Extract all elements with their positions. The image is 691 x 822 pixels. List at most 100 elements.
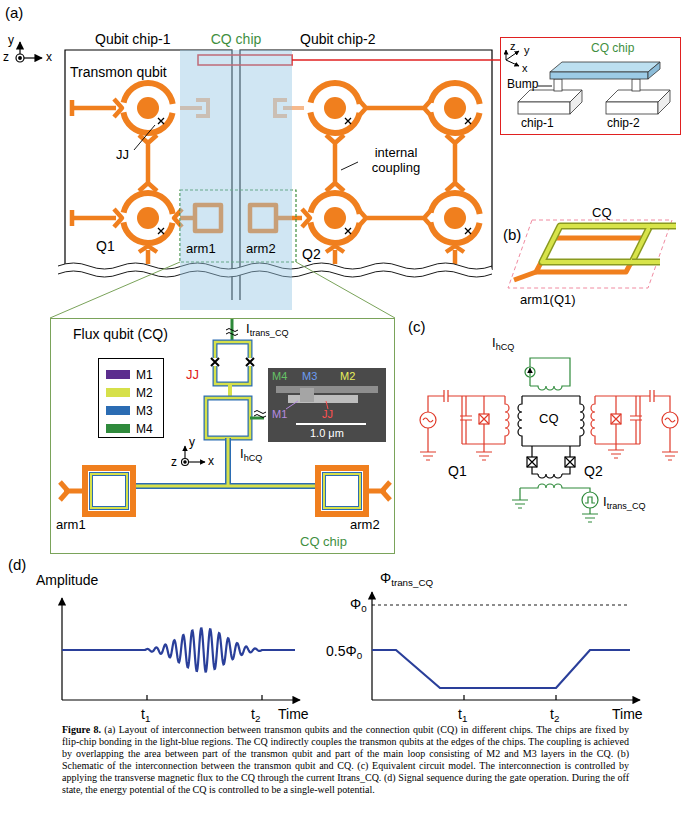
legend-swatch [106, 406, 130, 415]
flux-qubit-layout [324, 474, 360, 508]
legend-box: M1M2M3M4 [98, 358, 164, 438]
plot-axes [372, 605, 630, 606]
label-text: arm1(Q1) [520, 293, 576, 308]
qubit-coupler [72, 99, 122, 117]
qubit-circuit [479, 414, 489, 424]
inset-axes [506, 50, 507, 60]
qubit-circuit [640, 390, 670, 412]
qubit-coupler [358, 99, 432, 117]
transmon-qubit [123, 83, 173, 133]
interconnect-sketch [542, 226, 650, 262]
label-text: JJ [322, 408, 333, 421]
legend-row: M4 [106, 419, 153, 435]
flux-qubit-layout [206, 398, 250, 438]
sem-photo [286, 401, 298, 409]
qubit-circuit [423, 418, 433, 422]
control-circuit [530, 358, 570, 390]
plot-axes [464, 695, 556, 700]
label-text: Time [612, 706, 643, 722]
cq-circuit [538, 474, 562, 478]
node-label: Qubit chip-1 [95, 31, 170, 47]
axes-symbol [19, 42, 20, 54]
flux-qubit-layout [91, 474, 127, 508]
label-text: Time [278, 706, 309, 722]
node-label: CQ chip [591, 42, 634, 56]
flux-qubit-layout [206, 398, 250, 438]
qubit-circuit [420, 428, 436, 460]
label-text: M2 [340, 370, 355, 383]
flip-chip-sketch [648, 62, 660, 79]
qubit-coupler [446, 246, 464, 264]
label-text: arm1 [186, 242, 216, 257]
legend-text: M4 [136, 422, 153, 436]
flux-qubit-layout [215, 342, 250, 384]
cq-circuit [518, 396, 522, 446]
legend-row: M3 [106, 401, 153, 417]
plot-axes [372, 699, 640, 700]
control-circuit [512, 358, 598, 522]
qubit-circuit [665, 418, 675, 422]
qubit-circuit [420, 390, 678, 460]
legend-swatch [106, 388, 130, 397]
control-circuit [582, 508, 598, 522]
node-label: chip-2 [607, 117, 640, 131]
control-circuit [520, 484, 590, 492]
qubit-circuit [611, 414, 621, 424]
signal-trace [62, 628, 295, 671]
legend-row: M1 [106, 365, 153, 381]
node-label: chip-1 [521, 117, 554, 131]
qubit-circuit [591, 396, 595, 444]
interconnect-sketch [632, 226, 676, 262]
cq-chip-band: CQ chip [180, 28, 292, 310]
label-text: M1 [272, 408, 287, 421]
cq-circuit [580, 396, 584, 446]
flip-chip-sketch [570, 90, 582, 114]
label-text: arm2 [350, 518, 380, 533]
label-text: IhCQ [492, 336, 514, 351]
control-circuit [512, 488, 528, 508]
label-text: Itrans_CQ [603, 495, 646, 510]
label-text: Q2 [584, 463, 603, 479]
label-text: Itrans_CQ [246, 322, 289, 337]
flux-qubit-layout [85, 468, 133, 514]
cq-circuit [522, 395, 580, 396]
node-label: Flux qubit (CQ) [73, 326, 168, 342]
sem-photo [268, 368, 386, 442]
axes-symbol [184, 446, 185, 458]
label-text: z [510, 40, 516, 53]
qubit-coupler [139, 135, 157, 191]
plot-axes [62, 699, 300, 700]
node-label: Qubit chip-2 [300, 31, 375, 47]
legend-row: M2 [106, 383, 153, 399]
label-text: x [522, 62, 528, 75]
flux-qubit-layout [324, 474, 360, 508]
label-text: CQ [592, 206, 612, 221]
flux-qubit-layout [133, 438, 318, 486]
sem-photo [300, 388, 314, 402]
cq-circuit [518, 396, 584, 478]
qubit-coupler [72, 209, 122, 227]
control-circuit [525, 367, 535, 377]
flux-qubit-layout [91, 474, 127, 508]
flux-qubit-layout [318, 468, 366, 514]
label-text: t1 [458, 706, 467, 722]
flux-qubit-layout [211, 358, 254, 366]
label-text: Φ0 [350, 596, 367, 612]
flip-chip-sketch [550, 72, 648, 79]
transmon-qubit [430, 193, 480, 243]
legend-swatch [106, 370, 130, 379]
signal-trace [372, 650, 630, 688]
interconnect-sketch [542, 226, 650, 262]
node-label: CQ chip [211, 31, 262, 47]
inset-axes [506, 50, 519, 66]
legend-swatch [106, 424, 130, 433]
qubit-circuit [662, 428, 678, 460]
connector-line [292, 59, 500, 61]
transmon-qubit [310, 193, 360, 243]
flip-chip-sketch [658, 90, 670, 114]
interconnect-sketch [508, 220, 672, 288]
label-text: JJ [116, 148, 129, 163]
sem-photo [296, 423, 366, 425]
sem-photo [326, 401, 328, 409]
label-text: Q2 [302, 246, 321, 262]
